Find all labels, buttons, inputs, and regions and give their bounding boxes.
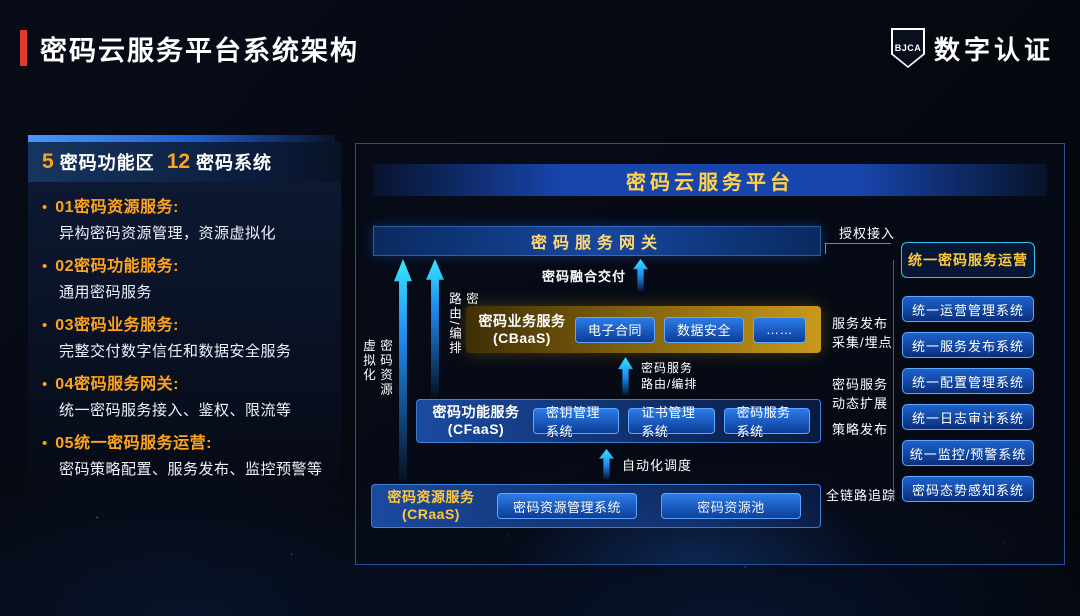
annotation-publish: 服务发布 采集/埋点 <box>832 316 893 350</box>
bullet-icon: • <box>42 376 48 393</box>
cfaas-services: 密钥管理系统 证书管理系统 密码服务系统 <box>533 405 810 439</box>
gateway-bar: 密码服务网关 <box>373 226 821 256</box>
feature-item-desc: 异构密码资源管理，资源虚拟化 <box>59 225 277 242</box>
feature-item: • 02密码功能服务: 通用密码服务 <box>42 257 329 302</box>
resource-virtualization-arrow-icon <box>394 259 412 481</box>
bullet-icon: • <box>42 258 48 275</box>
routing-step: 密码服务 路由/编排 <box>618 357 697 395</box>
auth-access-label: 授权接入 <box>839 226 896 241</box>
annotation-dynamic-scale: 密码服务 动态扩展 <box>832 377 889 411</box>
feature-item: • 03密码业务服务: 完整交付数字信任和数据安全服务 <box>42 316 329 361</box>
feature-item: • 01密码资源服务: 异构密码资源管理，资源虚拟化 <box>42 198 329 243</box>
feature-item-title: 01密码资源服务: <box>55 199 179 216</box>
feature-item-title: 03密码业务服务: <box>55 317 179 334</box>
feature-item-title-row: • 03密码业务服务: <box>42 316 329 336</box>
system-count: 12 <box>166 150 191 173</box>
feature-item-title-row: • 04密码服务网关: <box>42 375 329 395</box>
feature-item: • 05统一密码服务运营: 密码策略配置、服务发布、监控预警等 <box>42 434 329 479</box>
feature-item-desc: 通用密码服务 <box>59 284 153 301</box>
service-node: 密码资源池 <box>661 493 801 519</box>
platform-title-bar: 密码云服务平台 <box>373 164 1047 196</box>
craas-services: 密码资源管理系统 密码资源池 <box>488 493 810 519</box>
vertical-virtualization-label: 密码资源 虚拟化 <box>361 339 392 397</box>
bullet-icon: • <box>42 317 48 334</box>
brand-logo: BJCA 数字认证 <box>890 28 1054 68</box>
ops-system-item: 统一配置管理系统 <box>902 368 1034 394</box>
bjca-shield-icon: BJCA <box>890 28 925 68</box>
feature-sidebar: 5 密码功能区 12 密码系统 • 01密码资源服务: 异构密码资源管理，资源虚拟… <box>28 135 341 503</box>
bullet-icon: • <box>42 199 48 216</box>
title-accent-bar <box>20 30 27 66</box>
cfaas-box: 密码功能服务 (CFaaS) 密钥管理系统 证书管理系统 密码服务系统 <box>416 399 821 443</box>
craas-box: 密码资源服务 (CRaaS) 密码资源管理系统 密码资源池 <box>371 484 821 528</box>
feature-item-title: 05统一密码服务运营: <box>55 435 212 452</box>
architecture-diagram: 密码云服务平台 密码服务网关 授权接入 密码融合交付 密码资源 虚拟化 密码服务… <box>355 143 1065 565</box>
brand-name: 数字认证 <box>933 34 1054 65</box>
ops-system-item: 统一日志审计系统 <box>902 404 1034 430</box>
service-node: …… <box>753 316 807 343</box>
fusion-label: 密码融合交付 <box>542 268 627 284</box>
annotation-policy: 策略发布 <box>832 422 889 437</box>
service-node: 数据安全 <box>664 316 745 343</box>
up-arrow-icon <box>618 357 633 395</box>
auto-schedule-step: 自动化调度 <box>599 449 692 479</box>
routing-label: 密码服务 路由/编排 <box>641 361 698 391</box>
ops-connector-line <box>893 260 894 502</box>
schedule-label: 自动化调度 <box>622 457 693 473</box>
ops-column-header: 统一密码服务运营 <box>901 242 1035 278</box>
ops-system-item: 统一监控/预警系统 <box>902 440 1034 466</box>
cbaas-services: 电子合同 数据安全 …… <box>575 316 812 343</box>
feature-item-desc: 密码策略配置、服务发布、监控预警等 <box>59 461 323 478</box>
craas-label: 密码资源服务 (CRaaS) <box>387 489 475 522</box>
service-node: 密码服务系统 <box>723 405 810 439</box>
feature-item-title-row: • 02密码功能服务: <box>42 257 329 277</box>
gateway-label: 密码服务网关 <box>530 235 663 252</box>
annotation-trace: 全链路追踪 <box>826 488 897 503</box>
up-arrow-icon <box>633 259 649 291</box>
service-routing-arrow-icon <box>426 259 444 397</box>
cbaas-label: 密码业务服务 (CBaaS) <box>478 312 566 346</box>
ops-system-item: 密码态势感知系统 <box>902 476 1034 502</box>
feature-item-title-row: • 05统一密码服务运营: <box>42 434 329 454</box>
auth-bracket-line <box>825 243 891 254</box>
bullet-icon: • <box>42 435 48 452</box>
zone-count: 5 <box>42 150 54 173</box>
page-title: 密码云服务平台系统架构 <box>40 35 359 66</box>
feature-item-title: 02密码功能服务: <box>55 258 179 275</box>
title-block: 密码云服务平台系统架构 <box>20 29 359 68</box>
ops-system-item: 统一服务发布系统 <box>902 332 1034 358</box>
ops-system-item: 统一运营管理系统 <box>902 296 1034 322</box>
cbaas-box: 密码业务服务 (CBaaS) 电子合同 数据安全 …… <box>466 306 821 353</box>
feature-item-title: 04密码服务网关: <box>55 376 179 393</box>
sidebar-header: 5 密码功能区 12 密码系统 <box>28 135 341 182</box>
feature-item-title-row: • 01密码资源服务: <box>42 198 329 218</box>
feature-item-desc: 完整交付数字信任和数据安全服务 <box>59 343 292 360</box>
system-label: 密码系统 <box>196 153 273 173</box>
shield-text: BJCA <box>892 30 923 66</box>
feature-item: • 04密码服务网关: 统一密码服务接入、鉴权、限流等 <box>42 375 329 420</box>
platform-title: 密码云服务平台 <box>626 171 794 194</box>
service-node: 密钥管理系统 <box>533 405 620 439</box>
service-node: 密码资源管理系统 <box>497 493 637 519</box>
up-arrow-icon <box>599 449 614 479</box>
sidebar-body: • 01密码资源服务: 异构密码资源管理，资源虚拟化 • 02密码功能服务: 通用密… <box>28 182 341 503</box>
page-header: 密码云服务平台系统架构 BJCA 数字认证 <box>20 28 1054 68</box>
zone-label: 密码功能区 <box>59 153 155 173</box>
cfaas-label: 密码功能服务 (CFaaS) <box>432 404 520 437</box>
fusion-delivery: 密码融合交付 <box>542 259 649 291</box>
service-node: 电子合同 <box>575 316 656 343</box>
feature-item-desc: 统一密码服务接入、鉴权、限流等 <box>59 402 292 419</box>
service-node: 证书管理系统 <box>628 405 715 439</box>
